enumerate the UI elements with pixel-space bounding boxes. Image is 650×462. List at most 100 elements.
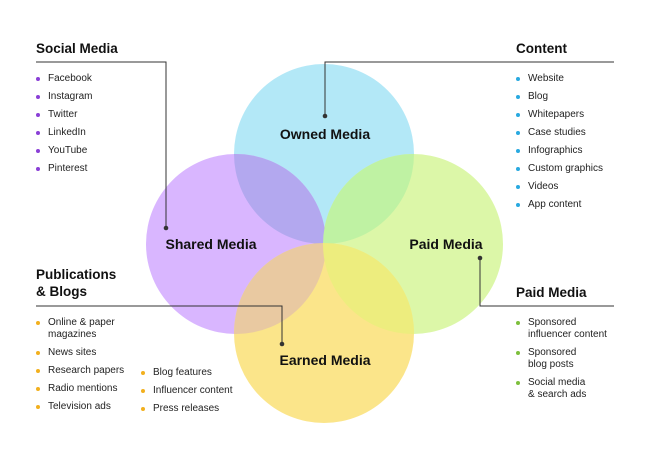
list-item-label: News sites [48, 347, 97, 358]
list-item-label: Influencer content [153, 385, 233, 396]
list-item: Twitter [36, 109, 156, 121]
bullet-icon [36, 113, 40, 117]
bullet-icon [516, 167, 520, 171]
list-item-label: Instagram [48, 91, 93, 102]
publications-heading-line2: & Blogs [36, 284, 88, 299]
bullet-icon [516, 381, 520, 385]
list-item-label: Facebook [48, 73, 92, 84]
list-item: Television ads [36, 401, 146, 413]
list-item: LinkedIn [36, 127, 156, 139]
shared-media-label: Shared Media [165, 236, 256, 252]
list-item: Whitepapers [516, 109, 636, 121]
bullet-icon [516, 113, 520, 117]
list-item-label: Case studies [528, 127, 586, 138]
list-item: Online & paper magazines [36, 317, 146, 341]
bullet-icon [141, 389, 145, 393]
connector-social [36, 61, 167, 228]
list-item-label: Sponsored blog posts [528, 347, 577, 370]
list-item-label: App content [528, 199, 582, 210]
connector-dot-content [322, 113, 328, 119]
list-item: Instagram [36, 91, 156, 103]
list-item-label: Television ads [48, 401, 111, 412]
social-media-heading: Social Media [36, 41, 118, 56]
bullet-icon [36, 369, 40, 373]
list-item-label: Online & paper magazines [48, 317, 115, 340]
paid-media-label: Paid Media [409, 236, 482, 252]
bullet-icon [36, 131, 40, 135]
bullet-icon [516, 185, 520, 189]
bullet-icon [516, 95, 520, 99]
earned-media-label: Earned Media [279, 352, 370, 368]
list-item: Pinterest [36, 163, 156, 175]
bullet-icon [141, 407, 145, 411]
bullet-icon [516, 149, 520, 153]
list-item-label: Pinterest [48, 163, 88, 174]
connector-paid [479, 258, 614, 307]
list-item-label: Blog features [153, 367, 212, 378]
list-item-label: Social media & search ads [528, 377, 587, 400]
bullet-icon [36, 321, 40, 325]
paid-media-heading: Paid Media [516, 285, 587, 300]
list-item-label: Sponsored influencer content [528, 317, 607, 340]
connector-dot-paid [477, 255, 483, 261]
connector-dot-publications [279, 341, 285, 347]
list-item: Social media & search ads [516, 377, 636, 401]
bullet-icon [36, 387, 40, 391]
list-item: Blog features [141, 367, 261, 379]
bullet-icon [36, 149, 40, 153]
list-item: Infographics [516, 145, 636, 157]
publications-heading: Publications & Blogs [36, 266, 116, 300]
list-item-label: Website [528, 73, 564, 84]
bullet-icon [516, 203, 520, 207]
publications-heading-line1: Publications [36, 267, 117, 282]
owned-paid-overlap [323, 154, 414, 244]
content-heading: Content [516, 41, 567, 56]
owned-shared-overlap [234, 154, 326, 244]
list-item: Case studies [516, 127, 636, 139]
list-item-label: Blog [528, 91, 549, 102]
list-item: Research papers [36, 365, 146, 377]
bullet-icon [516, 321, 520, 325]
connector-dot-social [163, 225, 169, 231]
list-item: Sponsored influencer content [516, 317, 636, 341]
list-item: Sponsored blog posts [516, 347, 636, 371]
list-item-label: YouTube [48, 145, 88, 156]
list-item: Press releases [141, 403, 261, 415]
connector-content [324, 61, 614, 116]
list-item-label: Research papers [48, 365, 125, 376]
owned-media-label: Owned Media [280, 126, 370, 142]
bullet-icon [36, 77, 40, 81]
list-item-label: Press releases [153, 403, 220, 414]
list-item: YouTube [36, 145, 156, 157]
bullet-icon [36, 351, 40, 355]
bullet-icon [516, 351, 520, 355]
list-item-label: LinkedIn [48, 127, 86, 138]
list-item-label: Radio mentions [48, 383, 118, 394]
list-item-label: Videos [528, 181, 559, 192]
list-item: Blog [516, 91, 636, 103]
list-item-label: Whitepapers [528, 109, 585, 120]
list-item: App content [516, 199, 636, 211]
list-item: Facebook [36, 73, 156, 85]
list-item: Website [516, 73, 636, 85]
list-item-label: Twitter [48, 109, 78, 120]
bullet-icon [141, 371, 145, 375]
list-item: Influencer content [141, 385, 261, 397]
list-item: Radio mentions [36, 383, 146, 395]
list-item: Custom graphics [516, 163, 636, 175]
bullet-icon [516, 131, 520, 135]
list-item-label: Custom graphics [528, 163, 604, 174]
bullet-icon [516, 77, 520, 81]
connector-publications [36, 305, 283, 344]
bullet-icon [36, 405, 40, 409]
list-item-label: Infographics [528, 145, 583, 156]
list-item: News sites [36, 347, 146, 359]
list-item: Videos [516, 181, 636, 193]
bullet-icon [36, 95, 40, 99]
